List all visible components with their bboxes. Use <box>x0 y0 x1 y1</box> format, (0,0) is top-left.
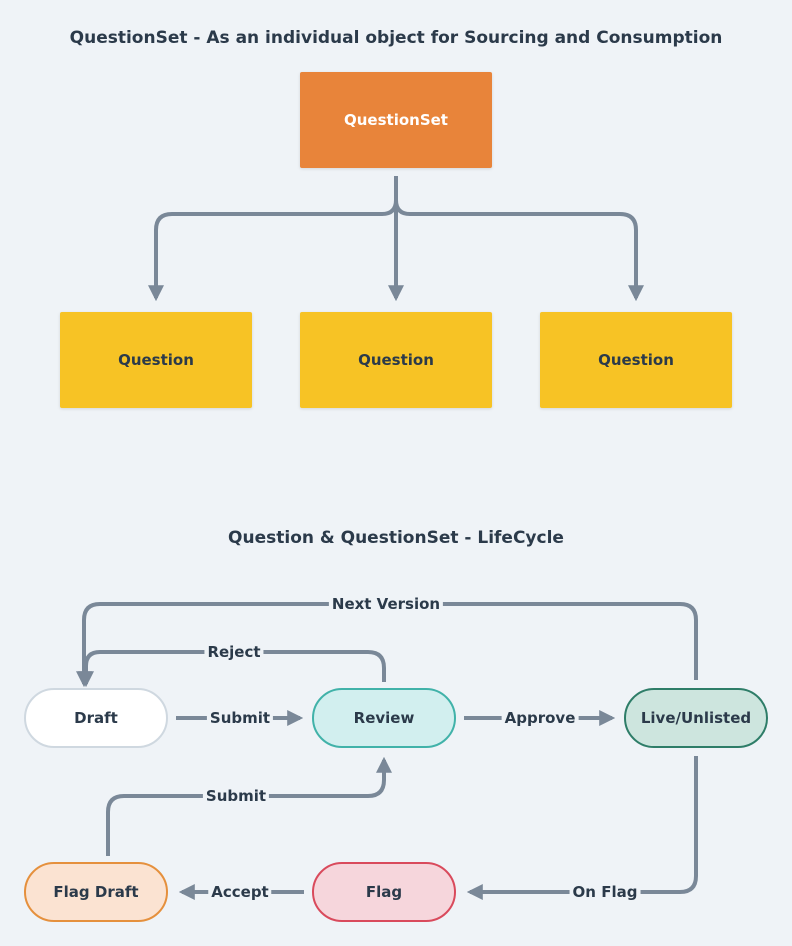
state-review: Review <box>312 688 456 748</box>
question-node: Question <box>300 312 492 408</box>
state-live-unlisted: Live/Unlisted <box>624 688 768 748</box>
edge-label-reject: Reject <box>204 643 264 661</box>
edge-label-approve: Approve <box>501 709 579 727</box>
tree-diagram-title: QuestionSet - As an individual object fo… <box>69 28 723 48</box>
edge-next-version <box>76 602 698 688</box>
connector-to-question-1 <box>148 176 398 302</box>
edge-label-resubmit: Submit <box>202 787 270 805</box>
edge-label-accept: Accept <box>208 883 272 901</box>
state-draft: Draft <box>24 688 168 748</box>
edge-on-flag <box>466 756 698 900</box>
state-flag: Flag <box>312 862 456 922</box>
edge-label-submit: Submit <box>206 709 274 727</box>
question-node: Question <box>60 312 252 408</box>
edge-label-next-version: Next Version <box>328 595 444 613</box>
question-node: Question <box>540 312 732 408</box>
questionset-node: QuestionSet <box>300 72 492 168</box>
lifecycle-diagram-title: Question & QuestionSet - LifeCycle <box>228 528 564 548</box>
state-flag-draft: Flag Draft <box>24 862 168 922</box>
edge-resubmit <box>106 756 392 856</box>
edge-label-on-flag: On Flag <box>569 883 641 901</box>
connector-to-question-3 <box>394 176 644 302</box>
